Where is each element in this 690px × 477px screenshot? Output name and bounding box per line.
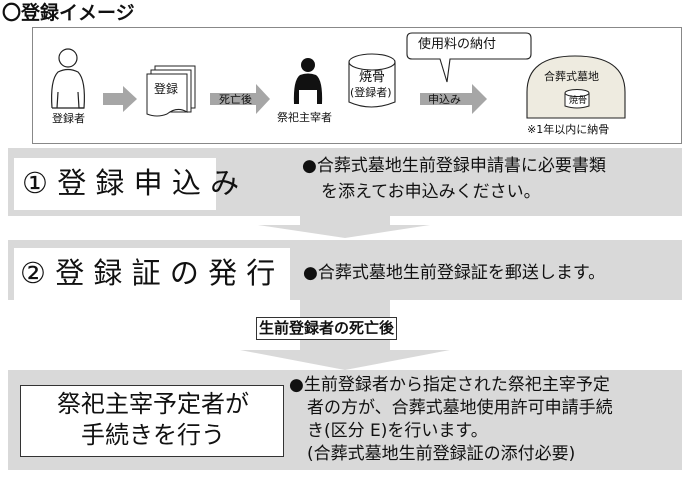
registrant-label: 登録者 xyxy=(52,112,85,125)
fee-callout-bubble xyxy=(406,32,532,83)
registration-flow-illustration xyxy=(51,32,626,119)
registrant-person-icon xyxy=(51,48,85,109)
arrow-icon xyxy=(103,86,137,112)
interment-note: ※1年以内に納骨 xyxy=(527,123,610,136)
step-3-label-line: 手続きを行う xyxy=(81,421,225,449)
step-2-description-line: ●合葬式墓地生前登録証を郵送します。 xyxy=(303,263,606,283)
arrow-after-death-icon xyxy=(210,84,270,114)
step-1-label-box xyxy=(14,158,216,210)
step-3-description-line: ●生前登録者から指定された祭祀主宰予定 xyxy=(289,375,610,395)
arrow-after-death-label: 死亡後 xyxy=(219,93,252,106)
page-title: 〇登録イメージ xyxy=(2,2,135,24)
tomb-urn-label: 焼骨 xyxy=(569,96,588,106)
step-3-label-box xyxy=(20,385,284,457)
step-1-description-line: ●合葬式墓地生前登録申請書に必要書類 xyxy=(302,156,606,176)
step-3-description-line: 者の方が、合葬式墓地使用許可申請手続 xyxy=(307,398,613,418)
step-2-label-box xyxy=(14,248,290,300)
fee-callout-text: 使用料の納付 xyxy=(418,37,497,52)
arrow-apply-icon xyxy=(420,84,487,114)
officiant-label: 祭祀主宰者 xyxy=(277,111,332,124)
step-3-description-line: き(区分 E)を行います。 xyxy=(307,421,488,441)
tomb-icon xyxy=(526,55,626,119)
transition-label: 生前登録者の死亡後 xyxy=(256,317,398,340)
step-3-label-line: 祭祀主宰予定者が xyxy=(57,390,249,418)
step-3-description-line: (合葬式墓地生前登録証の添付必要) xyxy=(307,444,576,464)
down-arrow-1 xyxy=(258,216,430,238)
urn-sublabel: (登録者) xyxy=(350,86,392,99)
tomb-label: 合葬式墓地 xyxy=(544,70,599,83)
urn-label: 焼骨 xyxy=(359,70,386,85)
arrow-apply-label: 申込み xyxy=(428,93,461,106)
step-1-label: ① 登 録 申 込 み xyxy=(22,166,240,200)
officiant-person-icon xyxy=(293,58,323,104)
urn-cylinder-icon xyxy=(348,53,396,108)
step-1-description-line: を添えてお申込みください。 xyxy=(321,182,541,202)
step-2-label: ② 登 録 証 の 発 行 xyxy=(20,256,276,290)
document-label: 登録 xyxy=(154,82,179,96)
documents-icon xyxy=(146,65,196,117)
